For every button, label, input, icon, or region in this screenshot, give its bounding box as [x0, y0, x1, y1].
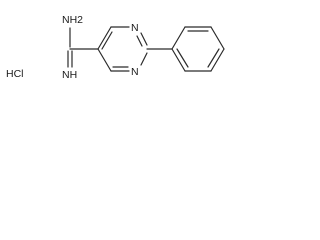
- atom-nh2-label: NH2: [62, 14, 83, 26]
- bond-n1-c2: [140, 32, 148, 46]
- salt-label: HCl: [6, 68, 24, 80]
- bond-ph1: [171, 26, 186, 50]
- bond-c5-c6-inner: [101, 31, 113, 50]
- bond-layer: [67, 26, 225, 72]
- bond-ph3: [210, 26, 225, 50]
- structure-diagram: NH2 NH N N HCl: [6, 14, 225, 81]
- bond-c5-c6: [97, 26, 112, 50]
- bond-c4-c5: [97, 48, 112, 72]
- bond-ph6: [171, 48, 186, 72]
- atom-n3-label: N: [131, 66, 139, 78]
- atom-nh-label: NH: [62, 69, 77, 81]
- bond-ph6-inner: [176, 48, 189, 68]
- atom-n1-label: N: [131, 22, 139, 34]
- bond-ph4: [210, 48, 225, 72]
- bond-ph4-inner: [207, 48, 220, 68]
- bond-n1-c2-inner: [136, 35, 143, 47]
- bond-c2-n3: [140, 52, 148, 66]
